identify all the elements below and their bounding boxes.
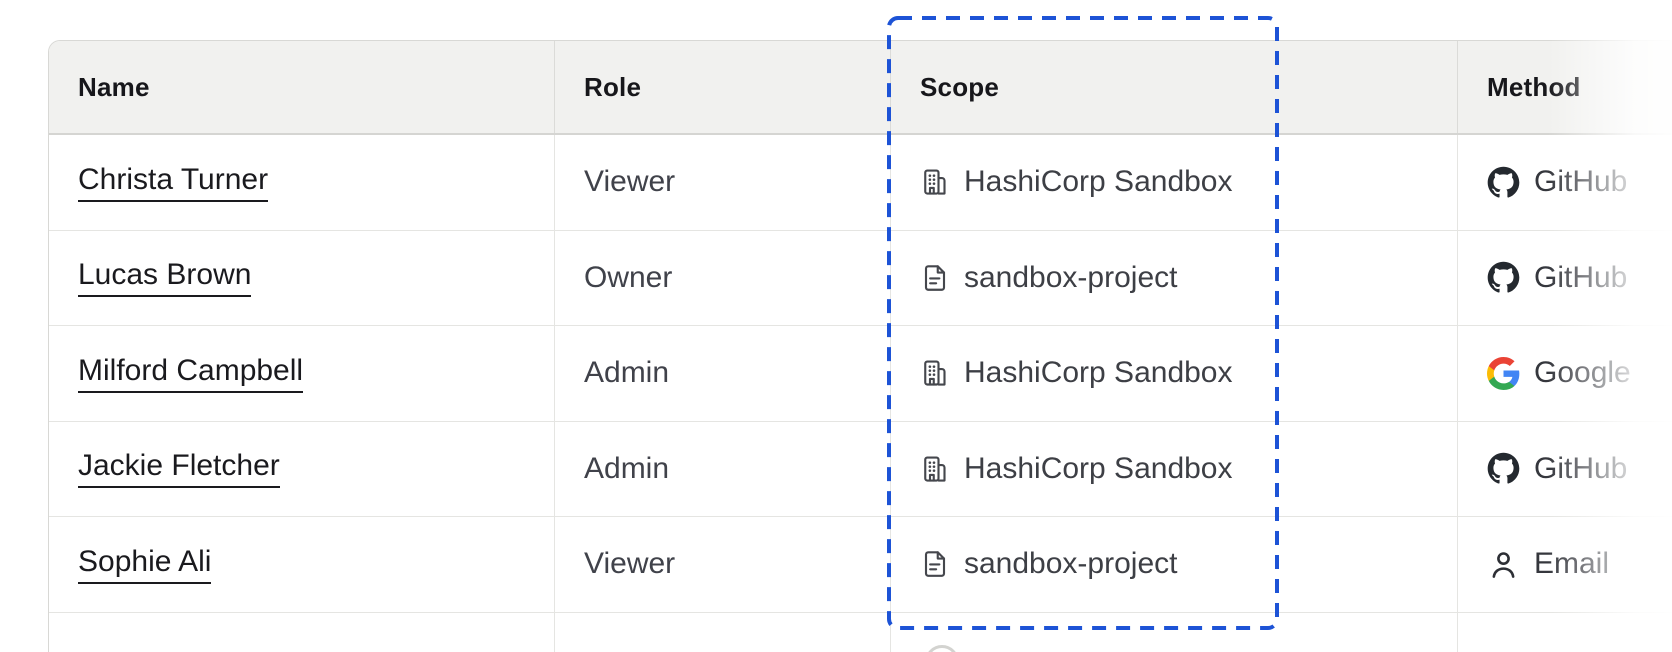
name-cell: Jackie Fletcher <box>49 422 554 517</box>
role-value: Admin <box>584 356 670 390</box>
member-name-link[interactable]: Milford Campbell <box>78 354 304 393</box>
scope-cell: sandbox-project <box>890 517 1457 612</box>
table-row: Sophie Ali Viewer sandbox-project Email <box>49 517 1672 613</box>
role-cell: Admin <box>554 326 890 421</box>
role-cell: Viewer <box>554 517 890 612</box>
member-name-link[interactable]: Sophie Ali <box>78 545 212 584</box>
table-row: Jackie Fletcher Admin HashiCorp Sandbox … <box>49 421 1672 517</box>
name-cell: Lucas Brown <box>49 231 554 326</box>
column-header-scope: Scope <box>890 41 1457 133</box>
method-cell: Google <box>1457 326 1672 421</box>
user-icon <box>1487 548 1520 581</box>
name-cell: Sophie Ali <box>49 517 554 612</box>
scope-cell: sandbox-project <box>890 230 1457 325</box>
column-header-name-label: Name <box>78 71 150 102</box>
table-header-row: Name Role Scope Method <box>49 41 1672 135</box>
building-icon <box>920 454 950 484</box>
method-value: GitHub <box>1534 451 1628 485</box>
method-value: GitHub <box>1534 165 1628 199</box>
role-cell: Owner <box>554 230 890 325</box>
method-value: Google <box>1534 356 1631 390</box>
github-icon <box>1487 452 1520 485</box>
scope-cell: HashiCorp Sandbox <box>890 135 1457 230</box>
member-name-link[interactable]: Christa Turner <box>78 163 269 202</box>
role-value: Owner <box>584 260 673 294</box>
role-value: Viewer <box>584 165 676 199</box>
column-header-role: Role <box>554 41 890 133</box>
scope-value: HashiCorp Sandbox <box>964 356 1233 390</box>
building-icon <box>920 358 950 388</box>
file-icon <box>920 263 950 293</box>
github-icon <box>1487 166 1520 199</box>
role-value: Viewer <box>584 547 676 581</box>
table-row-partial <box>49 612 1672 652</box>
scope-cell: HashiCorp Sandbox <box>890 421 1457 516</box>
scope-value: sandbox-project <box>964 547 1178 581</box>
column-header-role-label: Role <box>584 71 642 102</box>
column-header-name: Name <box>49 41 554 133</box>
member-name-link[interactable]: Jackie Fletcher <box>78 449 280 489</box>
scope-cell: HashiCorp Sandbox <box>890 326 1457 421</box>
table-body: Christa Turner Viewer HashiCorp Sandbox … <box>49 135 1672 652</box>
table-row: Lucas Brown Owner sandbox-project GitHub <box>49 230 1672 326</box>
method-cell: GitHub <box>1457 230 1672 325</box>
github-icon <box>1487 261 1520 294</box>
method-value: Email <box>1534 547 1610 581</box>
member-name-link[interactable]: Lucas Brown <box>78 258 252 298</box>
table-row: Milford Campbell Admin HashiCorp Sandbox… <box>49 326 1672 422</box>
role-cell: Admin <box>554 421 890 516</box>
members-table: Name Role Scope Method Christa Turner Vi… <box>48 40 1672 652</box>
scope-value: sandbox-project <box>964 260 1178 294</box>
method-cell: GitHub <box>1457 421 1672 516</box>
role-value: Admin <box>584 451 670 485</box>
google-icon <box>1487 356 1520 390</box>
method-value: GitHub <box>1534 260 1628 294</box>
name-cell: Milford Campbell <box>49 326 554 421</box>
building-icon <box>920 167 950 197</box>
column-header-method-label: Method <box>1487 71 1581 102</box>
name-cell: Christa Turner <box>49 135 554 230</box>
column-header-method: Method <box>1457 41 1672 133</box>
method-cell: GitHub <box>1457 135 1672 230</box>
file-icon <box>920 549 950 579</box>
role-cell: Viewer <box>554 135 890 230</box>
scope-value: HashiCorp Sandbox <box>964 451 1233 485</box>
table-row: Christa Turner Viewer HashiCorp Sandbox … <box>49 135 1672 231</box>
column-header-scope-label: Scope <box>920 71 1000 102</box>
scope-value: HashiCorp Sandbox <box>964 165 1233 199</box>
method-cell: Email <box>1457 517 1672 612</box>
